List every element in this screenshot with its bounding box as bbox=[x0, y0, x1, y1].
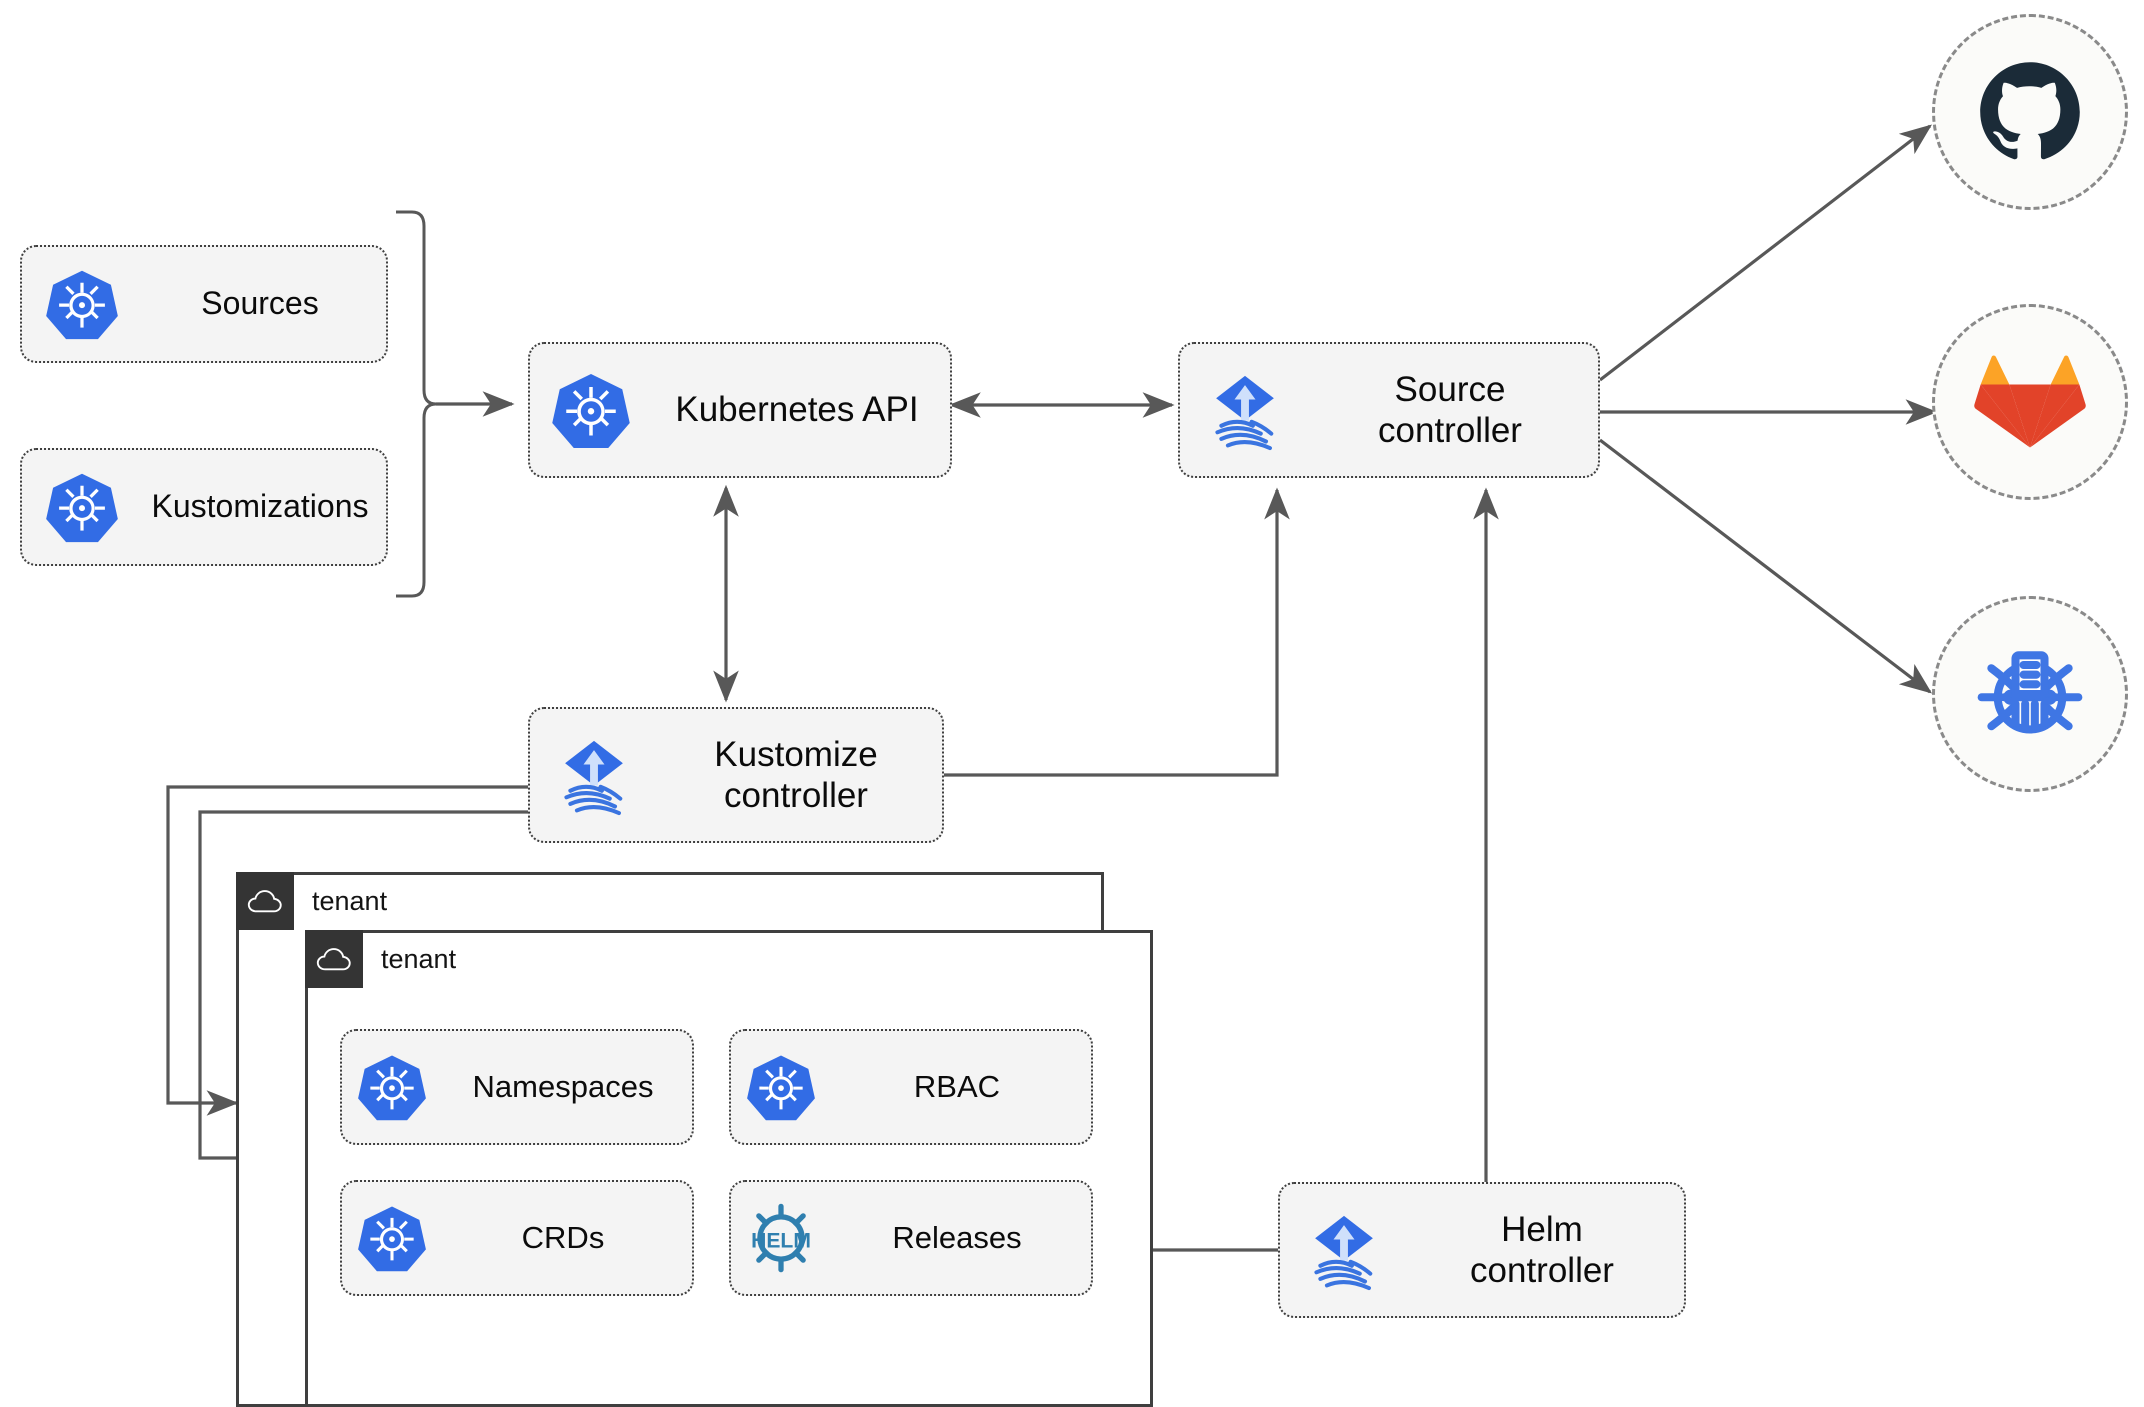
node-sources-label: Sources bbox=[201, 285, 319, 322]
node-namespaces[interactable]: Namespaces bbox=[340, 1029, 694, 1145]
tenant-outer-label: tenant bbox=[312, 885, 388, 916]
kubernetes-icon bbox=[342, 1052, 442, 1122]
node-releases-label: Releases bbox=[892, 1219, 1022, 1255]
node-crds-label: CRDs bbox=[521, 1219, 605, 1255]
provider-github[interactable] bbox=[1932, 14, 2128, 210]
tenant-inner-label: tenant bbox=[381, 943, 457, 974]
provider-gitlab[interactable] bbox=[1932, 304, 2128, 500]
node-rbac-label: RBAC bbox=[913, 1068, 1001, 1104]
node-source-controller-label: Source controller bbox=[1378, 369, 1522, 450]
node-helm-controller[interactable]: Helm controller bbox=[1278, 1182, 1686, 1318]
node-kustomize-controller-label: Kustomize controller bbox=[714, 734, 878, 815]
cloud-icon bbox=[305, 930, 363, 988]
node-crds[interactable]: CRDs bbox=[340, 1180, 694, 1296]
node-source-controller[interactable]: Source controller bbox=[1178, 342, 1600, 478]
flux-icon bbox=[1180, 368, 1310, 452]
node-kustomizations[interactable]: Kustomizations bbox=[20, 448, 388, 566]
node-helm-controller-label: Helm controller bbox=[1470, 1209, 1614, 1290]
node-sources[interactable]: Sources bbox=[20, 245, 388, 363]
tenant-inner-header: tenant bbox=[305, 930, 456, 988]
flux-icon bbox=[530, 733, 658, 817]
node-rbac[interactable]: RBAC bbox=[729, 1029, 1093, 1145]
helm-registry-icon bbox=[1977, 651, 2083, 734]
helm-icon: HELM bbox=[731, 1200, 831, 1276]
node-kubernetes-api-label: Kubernetes API bbox=[675, 390, 919, 430]
node-releases[interactable]: HELM Releases bbox=[729, 1180, 1093, 1296]
tenant-inner-frame[interactable]: tenant bbox=[305, 930, 1153, 1407]
github-icon bbox=[1980, 62, 2080, 160]
flux-icon bbox=[1280, 1208, 1408, 1292]
kubernetes-icon bbox=[22, 470, 142, 544]
node-namespaces-label: Namespaces bbox=[472, 1068, 654, 1104]
cloud-icon bbox=[236, 872, 294, 930]
kubernetes-icon bbox=[731, 1052, 831, 1122]
node-kustomizations-label: Kustomizations bbox=[151, 488, 369, 525]
gitlab-icon bbox=[1974, 355, 2086, 448]
kubernetes-icon bbox=[342, 1203, 442, 1273]
node-kustomize-controller[interactable]: Kustomize controller bbox=[528, 707, 944, 843]
svg-text:HELM: HELM bbox=[751, 1230, 811, 1253]
tenant-outer-header: tenant bbox=[236, 872, 387, 930]
kubernetes-icon bbox=[22, 267, 142, 341]
kubernetes-icon bbox=[530, 370, 652, 450]
node-kubernetes-api[interactable]: Kubernetes API bbox=[528, 342, 952, 478]
provider-helm-registry[interactable] bbox=[1932, 596, 2128, 792]
